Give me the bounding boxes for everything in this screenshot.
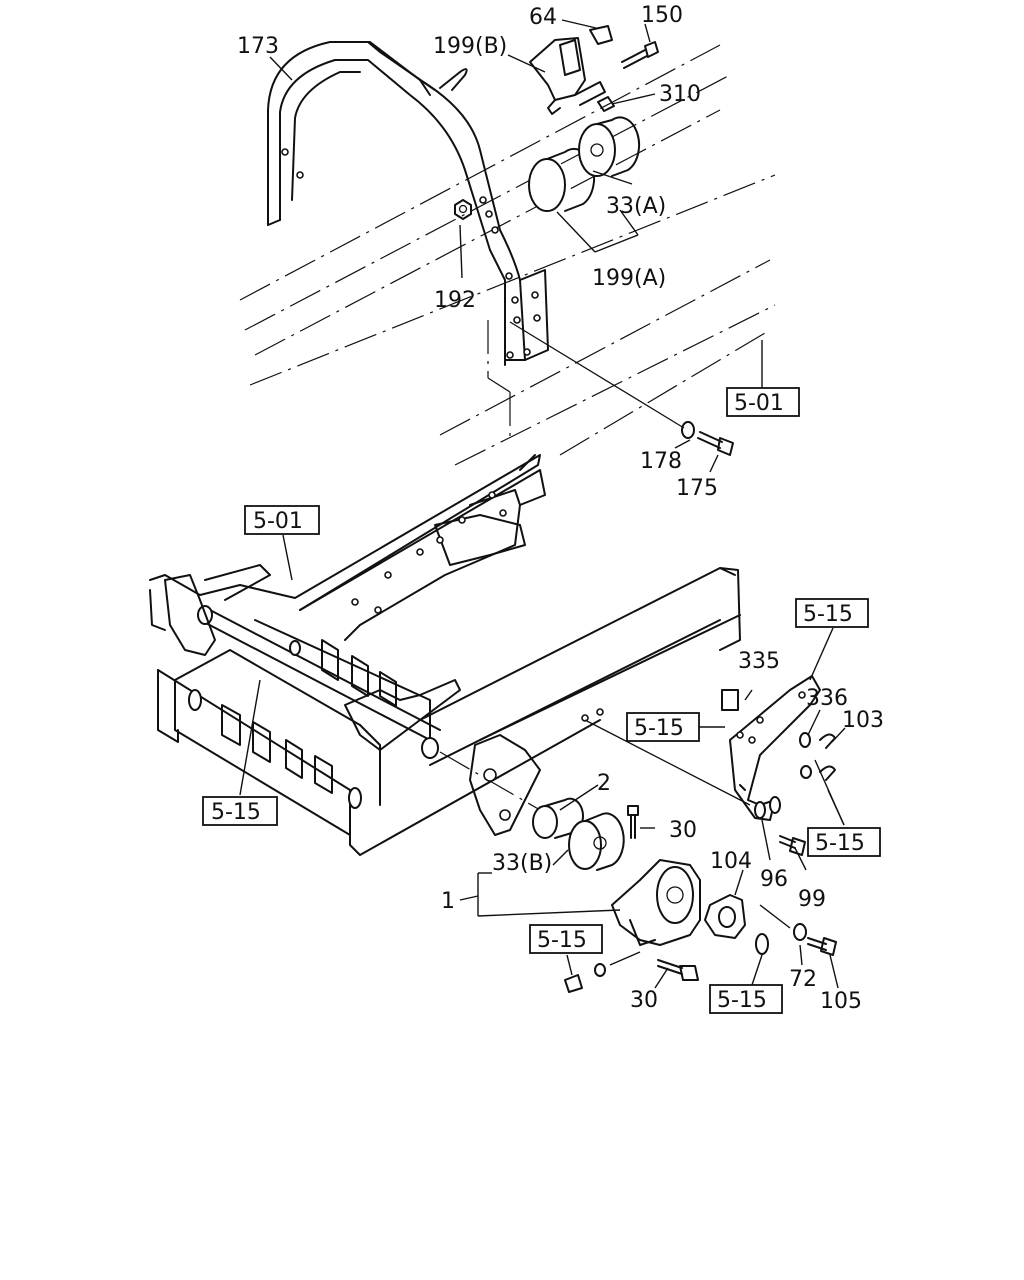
- part-30-bolt-upper: [627, 805, 639, 839]
- callout-192: 192: [434, 288, 476, 313]
- callout-33a: 33(A): [606, 194, 666, 219]
- callout-30-lower: 30: [630, 988, 658, 1013]
- part-150-bolt: [621, 41, 659, 69]
- callout-72: 72: [789, 967, 817, 992]
- part-2-bushing: [469, 734, 584, 839]
- callout-1: 1: [441, 889, 455, 914]
- callout-99: 99: [798, 887, 826, 912]
- part-72-washer: [793, 923, 807, 941]
- callout-104: 104: [710, 849, 752, 874]
- part-64-clip: [589, 25, 613, 45]
- ref-5-15-mid: 5-15: [634, 716, 684, 741]
- callout-175: 175: [676, 476, 718, 501]
- part-105-bolt: [807, 937, 837, 956]
- lower-left-hardware: [564, 963, 606, 993]
- callout-64: 64: [529, 5, 557, 30]
- part-33a-bushing: [578, 116, 641, 177]
- ref-5-15-left: 5-15: [211, 800, 261, 825]
- callout-105: 105: [820, 989, 862, 1014]
- callout-2: 2: [597, 771, 611, 796]
- part-33b-bushing: [568, 812, 625, 871]
- callout-178: 178: [640, 449, 682, 474]
- part-310-nut: [597, 96, 615, 112]
- callout-335: 335: [738, 649, 780, 674]
- part-104-link: [704, 894, 769, 955]
- callout-103: 103: [842, 708, 884, 733]
- part-1-mount: [611, 859, 701, 946]
- leader-lines: [239, 19, 846, 989]
- ref-5-15-top-right: 5-15: [803, 602, 853, 627]
- part-192-nut: [454, 199, 472, 220]
- callout-30-upper: 30: [669, 818, 697, 843]
- part-199b-bracket: [529, 37, 606, 115]
- callout-173: 173: [237, 34, 279, 59]
- callout-310: 310: [659, 82, 701, 107]
- upper-frame-phantom: [239, 44, 776, 466]
- part-99-bolt: [779, 835, 806, 856]
- ref-5-01-top: 5-01: [734, 391, 784, 416]
- ref-5-01-left: 5-01: [253, 509, 303, 534]
- ref-5-15-bottom: 5-15: [717, 988, 767, 1013]
- callout-labels: 173 199(B) 64 150 310 33(A) 199(A) 192 1…: [237, 3, 884, 1014]
- callout-96: 96: [760, 867, 788, 892]
- callout-33b: 33(B): [492, 851, 552, 876]
- part-173-bracket: [267, 41, 549, 366]
- reference-boxes: 5-01 5-01 5-15 5-15 5-15 5-15 5-15 5-15: [202, 387, 881, 1014]
- part-178-washer: [681, 421, 695, 439]
- callout-199b: 199(B): [433, 34, 507, 59]
- callout-199a: 199(A): [592, 266, 666, 291]
- part-30-bolt-lower: [657, 959, 699, 981]
- ref-5-15-bottom-left: 5-15: [537, 928, 587, 953]
- callout-336: 336: [806, 686, 848, 711]
- ref-5-15-right: 5-15: [815, 831, 865, 856]
- lower-chassis-frame: [149, 454, 741, 856]
- callout-150: 150: [641, 3, 683, 28]
- part-175-bolt: [697, 431, 734, 456]
